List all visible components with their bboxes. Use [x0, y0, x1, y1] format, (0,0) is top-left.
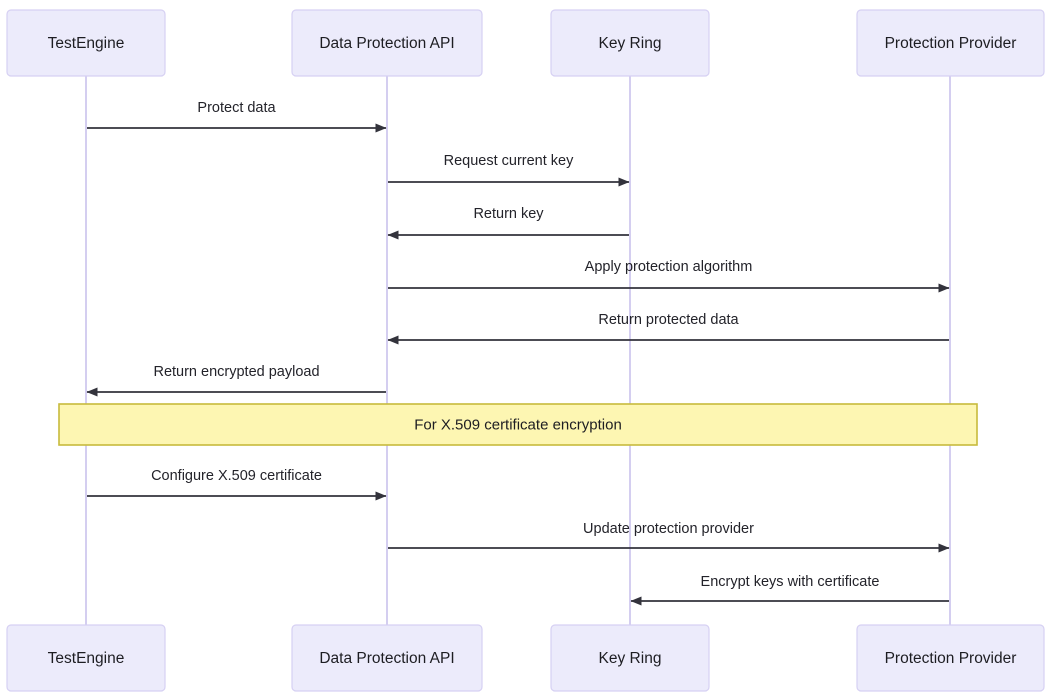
participant-box-protection-provider-top[interactable] — [856, 9, 1045, 77]
participant-box-key-ring-bottom[interactable] — [550, 624, 710, 692]
participant-box-testengine-bottom[interactable] — [6, 624, 166, 692]
participant-box-key-ring-top[interactable] — [550, 9, 710, 77]
note-box — [58, 403, 978, 446]
participant-label-testengine-bottom: TestEngine — [48, 650, 125, 667]
message-label: Return protected data — [598, 312, 739, 328]
participant-box-data-protection-api-bottom[interactable] — [291, 624, 483, 692]
participant-label-key-ring-top: Key Ring — [599, 35, 662, 52]
message-label: Return encrypted payload — [153, 364, 319, 380]
message-label: Update protection provider — [583, 521, 754, 537]
notes-group: For X.509 certificate encryption — [58, 403, 978, 446]
participant-label-protection-provider-bottom: Protection Provider — [885, 650, 1017, 667]
participant-label-key-ring-bottom: Key Ring — [599, 650, 662, 667]
message-label: Configure X.509 certificate — [151, 468, 322, 484]
message-label: Encrypt keys with certificate — [701, 574, 880, 590]
message-label: Request current key — [444, 153, 575, 169]
participant-box-protection-provider-bottom[interactable] — [856, 624, 1045, 692]
participant-label-testengine-top: TestEngine — [48, 35, 125, 52]
participant-box-testengine-top[interactable] — [6, 9, 166, 77]
participant-label-data-protection-api-top: Data Protection API — [319, 35, 454, 52]
lifelines-group — [85, 76, 951, 625]
participant-box-data-protection-api-top[interactable] — [291, 9, 483, 77]
note-label: For X.509 certificate encryption — [414, 416, 622, 433]
participant-label-data-protection-api-bottom: Data Protection API — [319, 650, 454, 667]
participant-label-protection-provider-top: Protection Provider — [885, 35, 1017, 52]
message-label: Apply protection algorithm — [585, 259, 753, 275]
message-label: Return key — [473, 206, 544, 222]
message-label: Protect data — [197, 100, 276, 116]
